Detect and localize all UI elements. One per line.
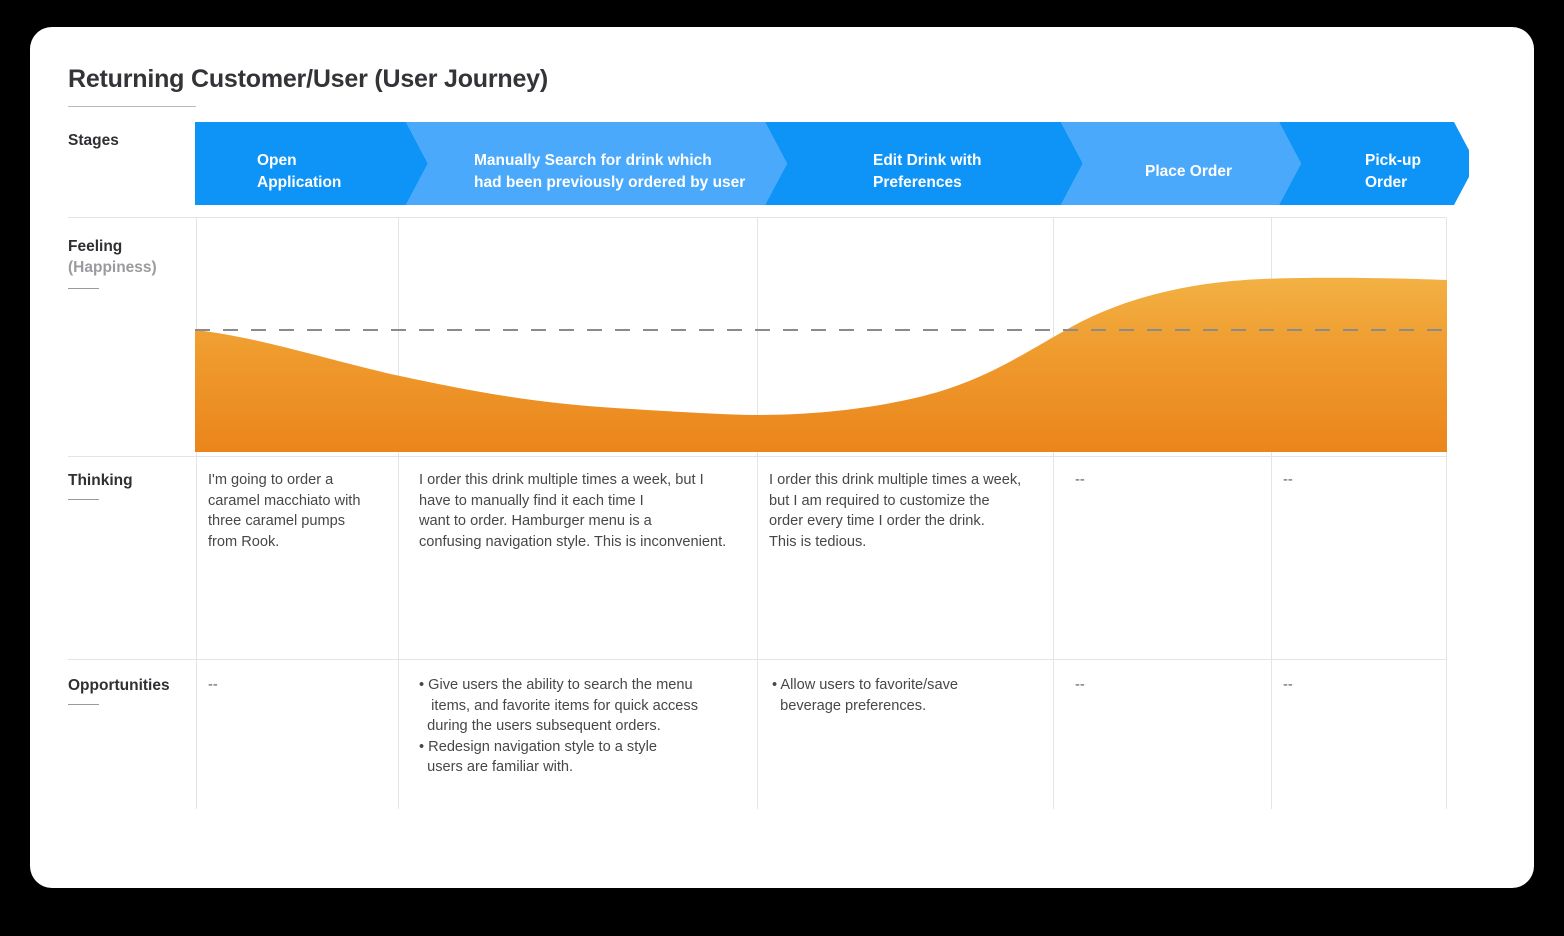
page-title: Returning Customer/User (User Journey) [68,65,548,93]
stage-chevron-pick-up-order[interactable] [1279,122,1469,205]
opportunities-cell-manual-search: • Give users the ability to search the m… [419,677,699,775]
opportunities-cell-open-application: -- [208,677,218,693]
row-label-thinking-rule [68,499,99,500]
feeling-happiness-chart [195,277,1447,452]
title-divider [68,106,196,107]
row-label-thinking: Thinking [68,472,133,489]
row-label-feeling: Feeling (Happiness) [68,236,157,278]
row-label-stages: Stages [68,132,119,149]
opportunities-cell-pick-up-order: -- [1283,677,1293,693]
row-label-opportunities: Opportunities [68,677,170,694]
opportunities-cell-place-order: -- [1075,677,1085,693]
row-label-feeling-main: Feeling [68,238,123,255]
thinking-cell-place-order: -- [1075,472,1085,488]
thinking-cell-pick-up-order: -- [1283,472,1293,488]
stage-chevron-open-application[interactable] [195,122,428,205]
row-label-feeling-sub: (Happiness) [68,259,157,276]
thinking-cell-manual-search: I order this drink multiple times a week… [419,472,727,550]
opportunities-cell-edit-drink: • Allow users to favorite/save beverage … [772,677,958,714]
thinking-cell-edit-drink: I order this drink multiple times a week… [769,472,1022,550]
stage-chevron-place-order[interactable] [1061,122,1301,205]
stage-chevron-manual-search[interactable] [406,122,787,205]
stage-chevron-edit-drink[interactable] [765,122,1083,205]
row-label-opportunities-rule [68,704,99,705]
thinking-cell-open-application: I'm going to order a caramel macchiato w… [208,472,361,550]
happiness-area [195,277,1447,452]
journey-map-card: Returning Customer/User (User Journey) S… [30,27,1534,888]
row-label-feeling-rule [68,288,99,289]
